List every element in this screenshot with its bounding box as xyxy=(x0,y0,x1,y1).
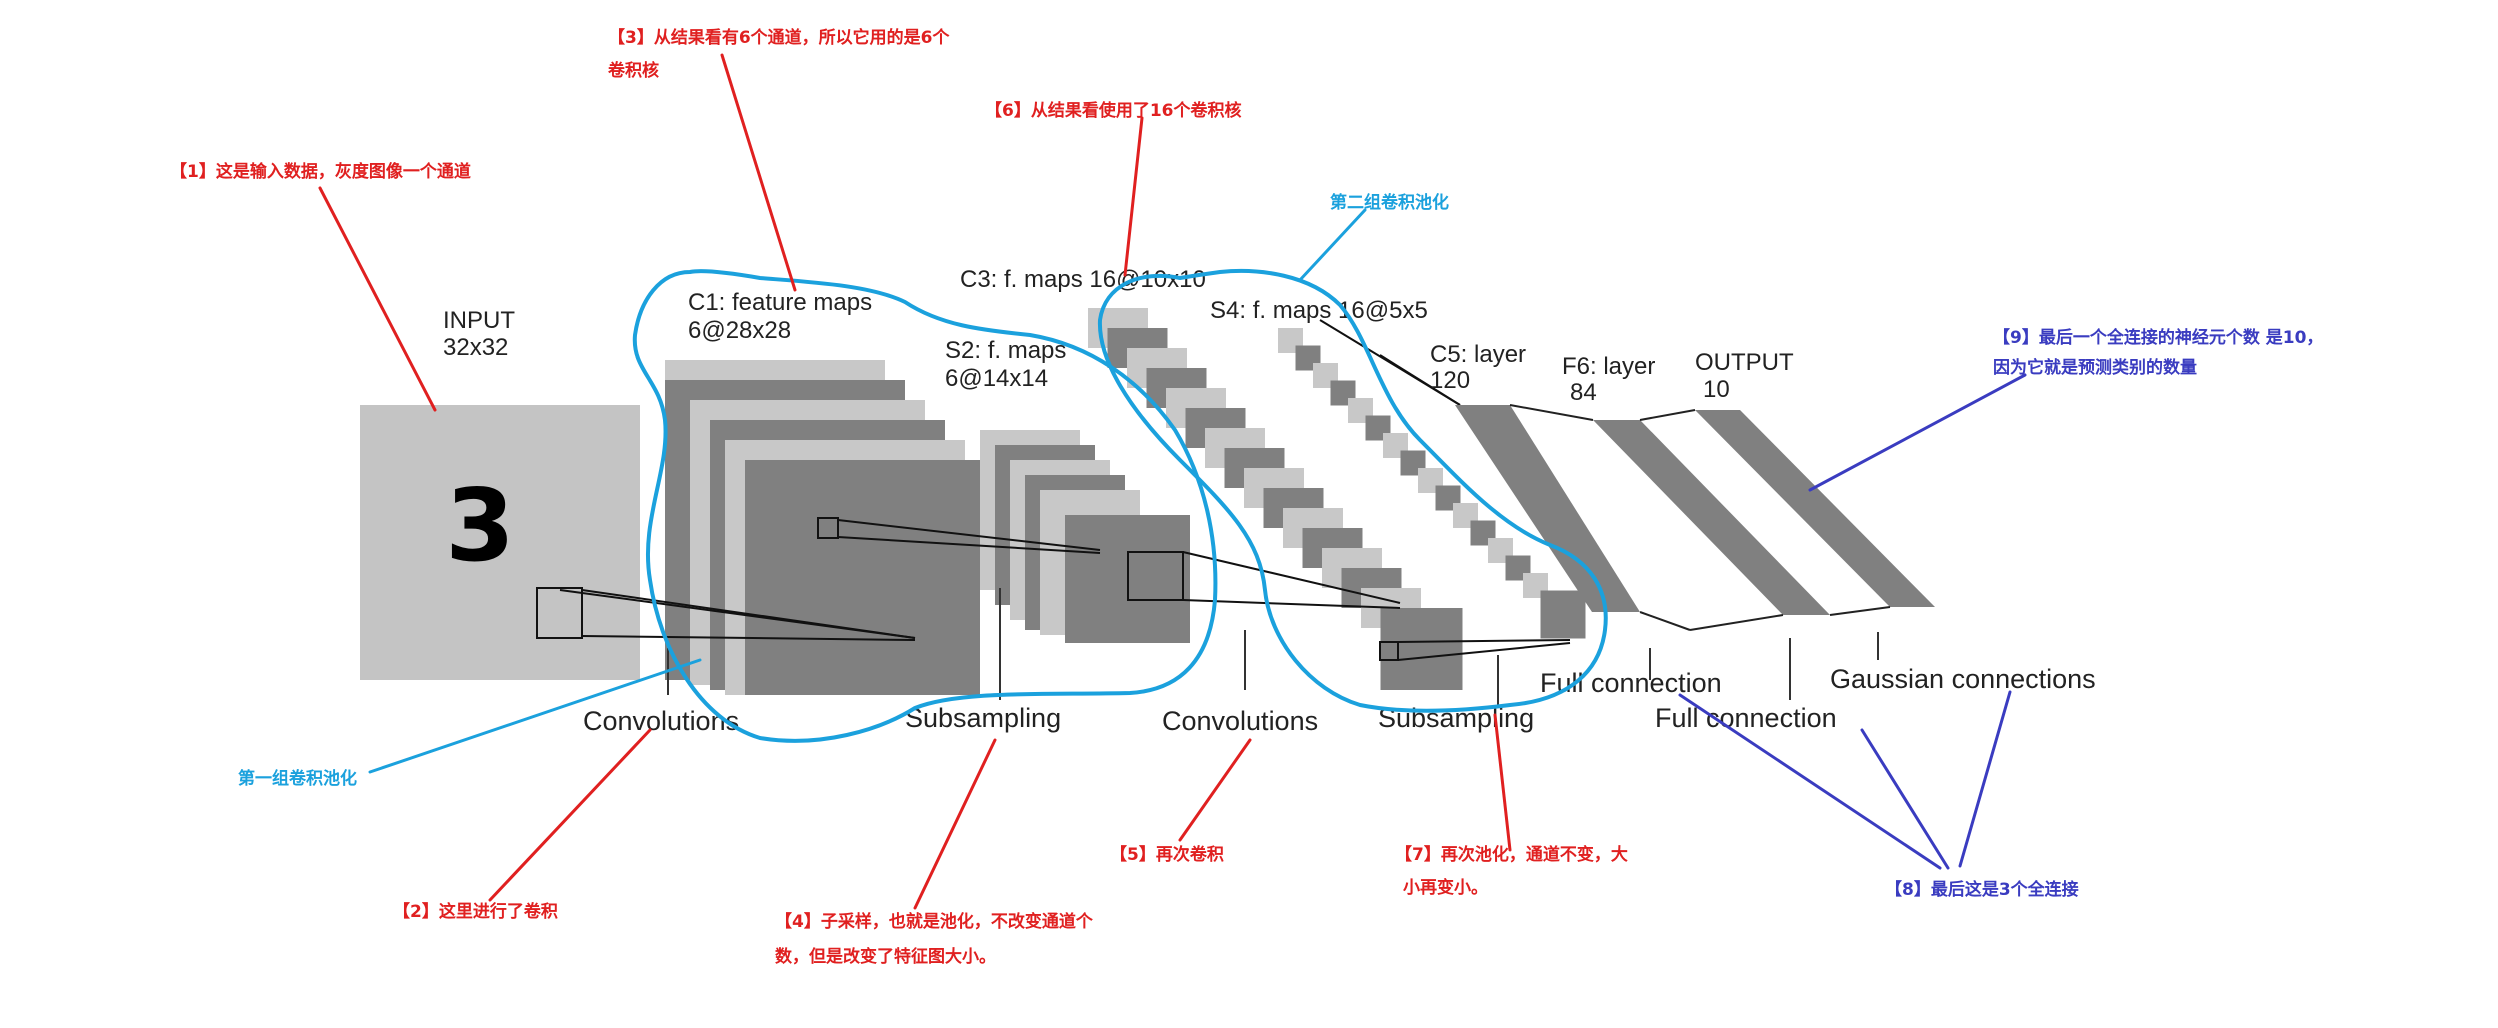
s2-window xyxy=(1127,551,1184,601)
s4-map xyxy=(1540,590,1586,639)
group2-label: 第二组卷积池化 xyxy=(1330,192,1449,213)
leader-a3 xyxy=(720,53,797,292)
pool-line xyxy=(1397,639,1571,643)
input-block: 3 INPUT 32x32 xyxy=(360,307,640,680)
op-conv2-label: Convolutions xyxy=(1162,706,1318,736)
f6-size: 84 xyxy=(1570,379,1597,406)
annotation-7-line1: 【7】再次池化，通道不变，大 xyxy=(1395,844,1628,865)
annotation-4-line2: 数，但是改变了特征图大小。 xyxy=(775,946,996,967)
leader-a8 xyxy=(1678,693,1942,870)
annotation-7-line2: 小再变小。 xyxy=(1403,877,1488,898)
conv-line xyxy=(1182,599,1401,609)
op-sub2-label: Subsampling xyxy=(1378,703,1534,733)
c3-map xyxy=(1380,608,1463,690)
group-outlines xyxy=(632,268,1608,743)
output-layer-bar xyxy=(1695,410,1935,607)
leader-a9 xyxy=(1808,373,2027,492)
op-gauss-label: Gaussian connections xyxy=(1830,664,2096,694)
op-sub1-label: Subsampling xyxy=(905,703,1061,733)
group2-outline xyxy=(1097,268,1608,713)
c1-window xyxy=(817,517,839,539)
op-full2-label: Full connection xyxy=(1655,703,1837,733)
leader-a5 xyxy=(1178,738,1252,842)
leader-lines xyxy=(318,53,2027,910)
leader-group2 xyxy=(1298,208,1367,282)
input-digit: 3 xyxy=(445,467,515,584)
op-ticks xyxy=(667,588,1879,708)
pool-line xyxy=(837,536,1101,554)
annotation-8: 【8】最后这是3个全连接 xyxy=(1885,879,2079,900)
c5-layer-bar xyxy=(1455,405,1640,612)
c1-size: 6@28x28 xyxy=(688,317,791,344)
conv-line xyxy=(1182,551,1401,604)
op-full1-label: Full connection xyxy=(1540,668,1722,698)
pool-line xyxy=(837,519,1101,551)
leader-a8 xyxy=(1958,690,2012,868)
pool-line xyxy=(1397,642,1571,661)
input-size: 32x32 xyxy=(443,334,508,361)
c1-feature-maps: C1: feature maps 6@28x28 xyxy=(665,289,980,695)
leader-a4 xyxy=(913,738,997,910)
annotation-5: 【5】再次卷积 xyxy=(1110,844,1224,865)
c3-window xyxy=(1379,641,1399,661)
annotation-3-line2: 卷积核 xyxy=(607,60,659,81)
f6-layer-bar xyxy=(1593,420,1830,615)
group1-label: 第一组卷积池化 xyxy=(238,768,357,789)
annotation-2: 【2】这里进行了卷积 xyxy=(393,901,558,922)
dense-connection-lines xyxy=(1509,404,1891,631)
leader-a1 xyxy=(318,186,437,412)
c1-map xyxy=(745,460,980,695)
annotations: 【1】这是输入数据，灰度图像一个通道 【3】从结果看有6个通道，所以它用的是6个… xyxy=(170,27,2323,967)
output-size: 10 xyxy=(1703,376,1730,403)
annotation-9-line1: 【9】最后一个全连接的神经元个数 是10， xyxy=(1993,327,2323,348)
annotation-9-line2: 因为它就是预测类别的数量 xyxy=(1993,357,2197,378)
c3-label: C3: f. maps 16@10x10 xyxy=(960,266,1206,293)
f6-title: F6: layer xyxy=(1562,353,1655,380)
leader-a7 xyxy=(1493,713,1512,852)
s4-label: S4: f. maps 16@5x5 xyxy=(1210,297,1428,324)
annotation-6: 【6】从结果看使用了16个卷积核 xyxy=(985,100,1242,121)
c1-title: C1: feature maps xyxy=(688,289,872,316)
fc-line xyxy=(1379,354,1461,406)
annotation-1: 【1】这是输入数据，灰度图像一个通道 xyxy=(170,161,471,182)
s2-feature-maps: S2: f. maps 6@14x14 xyxy=(945,337,1190,643)
leader-a2 xyxy=(488,728,652,902)
dense-layers: C5: layer 120 F6: layer 84 OUTPUT 10 xyxy=(1430,341,1935,631)
conv-line xyxy=(559,589,916,639)
c5-size: 120 xyxy=(1430,367,1470,394)
input-title: INPUT xyxy=(443,307,515,334)
conv-line xyxy=(581,635,916,641)
s2-title: S2: f. maps xyxy=(945,337,1066,364)
c5-title: C5: layer xyxy=(1430,341,1526,368)
input-window xyxy=(536,587,583,639)
s4-feature-maps: S4: f. maps 16@5x5 xyxy=(1210,297,1586,639)
annotation-4-line1: 【4】子采样，也就是池化，不改变通道个 xyxy=(775,911,1094,932)
output-title: OUTPUT xyxy=(1695,349,1794,376)
leader-a6 xyxy=(1123,116,1144,277)
receptive-field-lines xyxy=(536,319,1571,661)
annotation-3-line1: 【3】从结果看有6个通道，所以它用的是6个 xyxy=(608,27,950,48)
c3-feature-maps: C3: f. maps 16@10x10 xyxy=(960,266,1463,690)
group1-outline xyxy=(632,269,1218,743)
s2-size: 6@14x14 xyxy=(945,365,1048,392)
input-image xyxy=(360,405,640,680)
leader-group1 xyxy=(368,658,702,774)
leader-a8 xyxy=(1860,728,1950,870)
